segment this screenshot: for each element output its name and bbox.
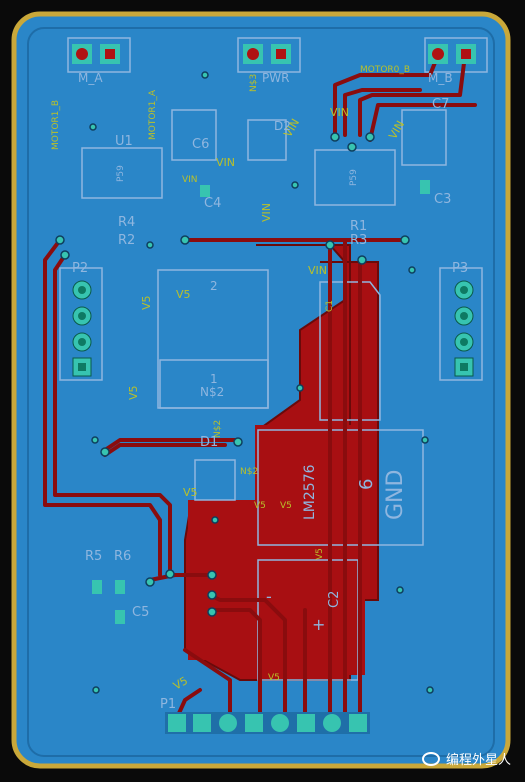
watermark-text: 编程外星人	[445, 753, 511, 768]
label-motor0-b: MOTOR0_B	[360, 65, 410, 75]
label-v5-e: V5	[254, 501, 266, 511]
label-m-a: M_A	[78, 71, 103, 85]
label-r1: R1	[350, 219, 367, 234]
smd-pads	[92, 180, 430, 624]
label-m-b: M_B	[428, 71, 453, 85]
label-ns2-a: N$2	[200, 385, 224, 399]
label-ns3: N$3	[249, 74, 259, 92]
label-c7: C7	[432, 97, 449, 112]
label-c1: C1	[325, 300, 335, 312]
label-r2: R2	[118, 233, 135, 248]
p3-holes	[460, 286, 468, 371]
label-pwr: PWR	[262, 71, 289, 85]
wechat-icon	[421, 751, 440, 766]
label-ns2-b: N$2	[213, 420, 223, 438]
p2-holes	[78, 286, 86, 371]
label-v5-d: V5	[183, 486, 198, 499]
label-pin-2: 2	[210, 279, 218, 293]
label-plus: +	[312, 615, 325, 634]
label-6: 6	[356, 479, 377, 490]
label-v5-i: V5	[171, 674, 190, 693]
label-motor1-a: MOTOR1_A	[148, 89, 158, 140]
label-v5-c: V5	[127, 385, 140, 400]
label-gnd: GND	[383, 470, 408, 520]
label-r6: R6	[114, 549, 131, 564]
label-r4: R4	[118, 215, 135, 230]
copper-pour-lower	[188, 500, 278, 660]
traces	[43, 53, 477, 724]
label-r3: R3	[350, 233, 367, 248]
label-c3: C3	[434, 192, 451, 207]
label-v5-a: V5	[176, 288, 191, 301]
board-keepout	[27, 27, 495, 757]
label-p3: P3	[452, 261, 468, 276]
label-c5: C5	[132, 605, 149, 620]
label-vin-7: VIN	[308, 264, 327, 277]
label-lm2576: LM2576	[302, 464, 318, 520]
label-vin-3: VIN	[330, 106, 349, 119]
label-r5: R5	[85, 549, 102, 564]
component-outlines	[59, 37, 488, 681]
label-p59-b: P59	[349, 169, 359, 186]
label-v5-b: V5	[140, 295, 153, 310]
watermark: 编程外星人	[421, 749, 511, 768]
label-c2: C2	[327, 591, 342, 608]
board-outline	[11, 11, 511, 769]
label-vin-2: VIN	[182, 175, 198, 185]
label-v5-f: V5	[280, 501, 292, 511]
label-pin-1: 1	[210, 372, 218, 386]
label-v5-g: V5	[315, 548, 325, 560]
label-ns2-c: N$2	[240, 467, 258, 477]
label-p2: P2	[72, 261, 88, 276]
label-p1: P1	[160, 697, 176, 712]
label-u1: U1	[115, 134, 133, 149]
label-d1: D1	[200, 435, 218, 450]
label-d2: D2	[274, 119, 291, 133]
connector-pads	[72, 44, 476, 64]
label-p59-a: P59	[116, 165, 126, 182]
vias	[55, 71, 434, 694]
label-vin-1: VIN	[216, 156, 235, 169]
label-v5-h: V5	[268, 673, 280, 683]
label-minus: -	[266, 587, 272, 606]
label-vin-6: VIN	[260, 203, 273, 222]
label-c6: C6	[192, 137, 209, 152]
label-c4: C4	[204, 196, 221, 211]
label-motor1-b: MOTOR1_B	[51, 100, 61, 150]
p1-pads	[165, 712, 370, 734]
